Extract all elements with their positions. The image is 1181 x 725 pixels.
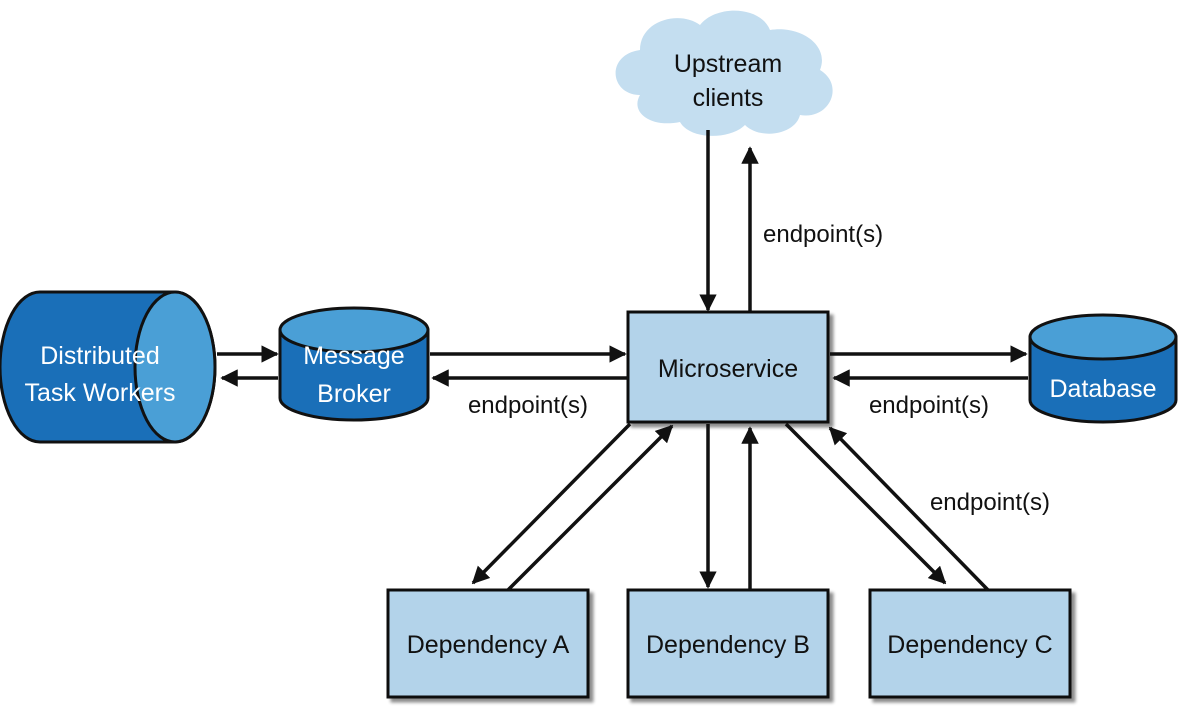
database-body <box>1028 335 1178 424</box>
upstream-arrows: endpoint(s) <box>699 130 883 312</box>
arrow-dependency-a-to-microservice <box>506 424 674 592</box>
arrow-dependency-c-to-microservice <box>828 426 990 592</box>
broker-body <box>278 328 430 422</box>
upstream-label-line1: Upstream <box>674 50 782 78</box>
workers-broker-arrows <box>217 345 279 387</box>
broker-microservice-arrows: endpoint(s) <box>430 345 628 419</box>
arrow-microservice-to-dependency-c <box>784 422 947 585</box>
task-workers-node: Distributed Task Workers <box>0 290 217 444</box>
dependency-c-node: Dependency C <box>868 588 1072 699</box>
broker-label-line2: Broker <box>317 380 391 408</box>
dependency-a-label: Dependency A <box>407 631 570 659</box>
dependency-a-box <box>386 588 590 699</box>
dependency-b-label: Dependency B <box>646 631 810 659</box>
cloud-shape <box>615 10 833 136</box>
dependency-b-node: Dependency B <box>626 588 830 699</box>
dependency-b-arrows <box>699 424 759 590</box>
microservice-node: Microservice <box>626 310 830 424</box>
task-workers-label-line1: Distributed <box>40 342 160 370</box>
arrow-microservice-to-dependency-a <box>471 422 632 585</box>
broker-top <box>278 306 430 354</box>
dependency-b-box <box>626 588 830 699</box>
database-top <box>1028 313 1178 361</box>
dependency-c-label: Dependency C <box>887 631 1052 659</box>
database-arrows: endpoint(s) <box>830 345 1028 419</box>
upstream-label-line2: clients <box>693 84 764 112</box>
dependency-a-arrows <box>471 422 674 592</box>
dependency-c-box <box>868 588 1072 699</box>
database-node: Database <box>1028 313 1178 424</box>
microservice-box <box>626 310 830 424</box>
task-workers-end <box>133 290 217 444</box>
edge-label-broker: endpoint(s) <box>468 392 588 419</box>
database-label: Database <box>1049 375 1156 403</box>
microservice-label: Microservice <box>658 355 798 383</box>
edge-label-database: endpoint(s) <box>869 392 989 419</box>
dependency-c-arrows: endpoint(s) <box>784 422 1050 592</box>
broker-label-line1: Message <box>303 342 404 370</box>
upstream-clients-cloud: Upstream clients <box>615 10 833 136</box>
dependency-a-node: Dependency A <box>386 588 590 699</box>
edge-label-upstream: endpoint(s) <box>763 221 883 248</box>
message-broker-node: Message Broker <box>278 306 430 422</box>
task-workers-label-line2: Task Workers <box>25 379 176 407</box>
edge-label-dependency-c: endpoint(s) <box>930 489 1050 516</box>
